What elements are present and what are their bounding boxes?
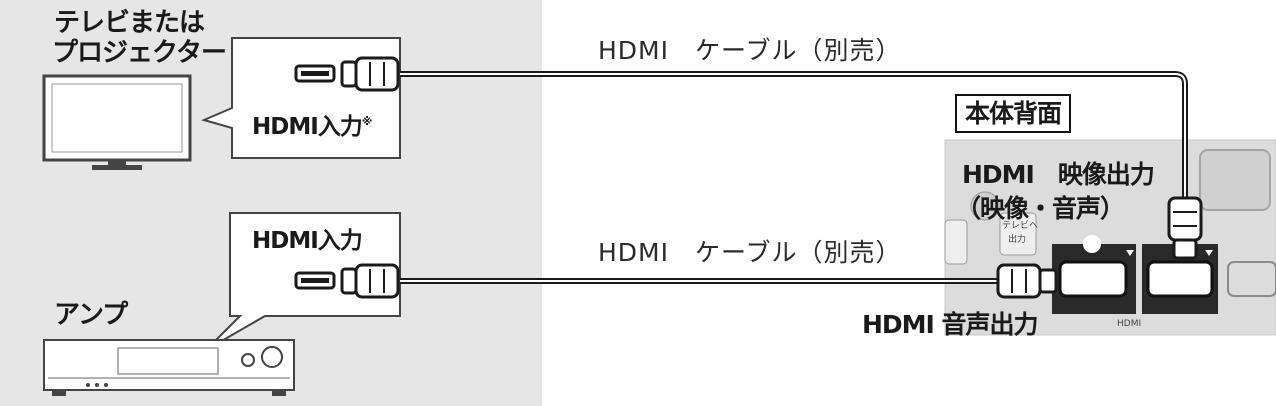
hdmi-cable-top-highlight	[400, 73, 1186, 205]
port-marker-dot	[1083, 235, 1101, 253]
rear-panel-upper-socket	[1199, 149, 1271, 211]
tv-stand-base	[92, 165, 142, 170]
hdmi-plug-tv	[294, 56, 400, 92]
amp-button	[95, 383, 99, 387]
hdmi-plug-amp	[294, 263, 400, 299]
small-label-tv	[999, 212, 1037, 256]
cable-label-bottom: HDMI ケーブル（別売）	[598, 238, 902, 267]
tv-input-label: HDMI入力※	[252, 114, 373, 140]
video-output-label-line1: HDMI 映像出力	[962, 160, 1155, 189]
hdmi-port-audio	[1058, 260, 1128, 298]
tv-label-line1: テレビまたは	[54, 8, 205, 38]
port-marker-arrow	[1126, 250, 1134, 256]
hdmi-port-right	[1227, 261, 1276, 297]
video-output-label-line2: （映像・音声）	[956, 194, 1125, 223]
tv-label-line2: プロジェクター	[52, 38, 227, 68]
rear-panel-hdmi-print: HDMI	[1117, 319, 1142, 329]
rear-panel-out-print: 出力	[1008, 235, 1027, 245]
audio-output-label: HDMI 音声出力	[862, 310, 1039, 339]
amp-button	[104, 383, 108, 387]
cable-label-top: HDMI ケーブル（別売）	[598, 36, 902, 65]
amp-knob-small	[241, 353, 255, 367]
rear-panel-title: 本体背面	[955, 94, 1072, 133]
rear-panel-tv-print: テレビへ	[1002, 221, 1039, 231]
amp-input-label: HDMI入力	[252, 228, 363, 254]
tv-input-bubble	[201, 37, 401, 159]
hdmi-plug-player-audio	[996, 263, 1058, 299]
amp-foot	[272, 390, 286, 396]
amp-button	[86, 383, 90, 387]
tv-stand-neck	[108, 160, 126, 165]
note-mark: ※	[361, 115, 373, 128]
hdmi-plug-player-video	[1167, 196, 1203, 260]
hdmi-port-video	[1146, 260, 1214, 298]
port-marker-arrow	[1205, 250, 1213, 256]
amp-display	[117, 347, 219, 375]
tv-screen	[51, 83, 183, 153]
rear-panel-knob	[970, 191, 1000, 221]
small-label-left	[944, 219, 968, 265]
amp-knob-large	[261, 346, 283, 368]
amp-foot	[52, 390, 66, 396]
amp-label: アンプ	[54, 300, 128, 330]
